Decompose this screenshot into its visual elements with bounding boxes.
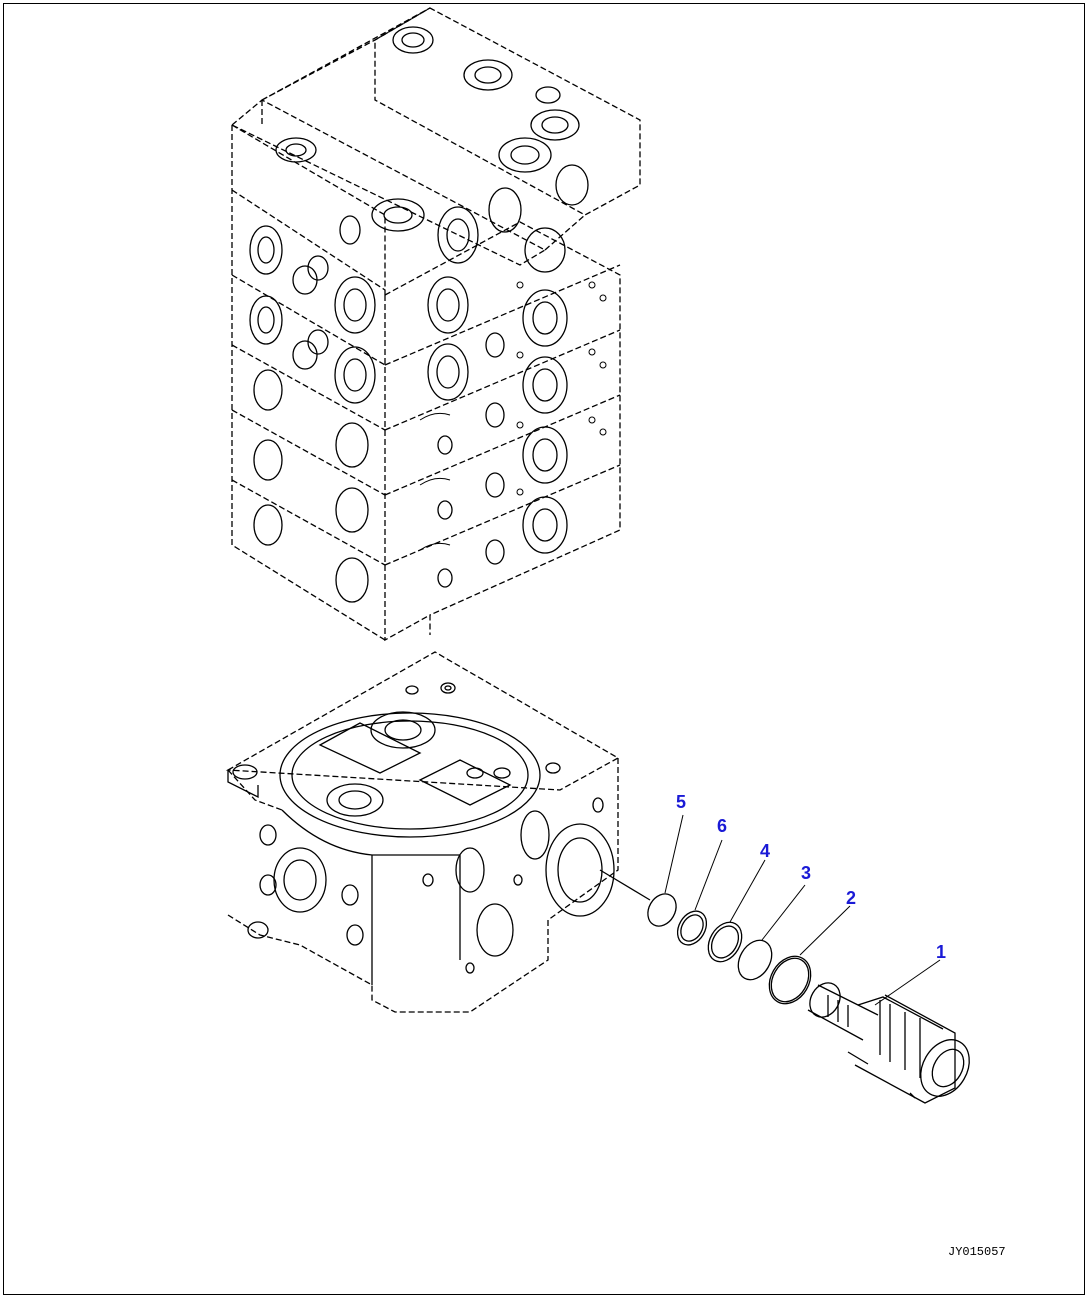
part-1-valve-cartridge (807, 982, 970, 1104)
upper-valve-stack (230, 7, 641, 642)
drawing-code: JY015057 (948, 1245, 1006, 1259)
lower-valve-body (225, 651, 651, 1013)
part-2-o-ring (768, 955, 812, 1005)
part-6-backup-ring (676, 910, 708, 946)
callout-3: 3 (801, 863, 811, 883)
callout-1: 1 (936, 942, 946, 962)
callout-labels: 5 6 4 3 2 1 (676, 792, 946, 962)
callout-6: 6 (717, 816, 727, 836)
callout-leaders (664, 814, 941, 1006)
callout-5: 5 (676, 792, 686, 812)
part-3-o-ring (737, 939, 773, 981)
part-4-backup-ring (707, 921, 743, 963)
callout-2: 2 (846, 888, 856, 908)
callout-4: 4 (760, 841, 770, 861)
part-5-o-ring (647, 893, 677, 927)
drawing-frame (3, 3, 1085, 1295)
